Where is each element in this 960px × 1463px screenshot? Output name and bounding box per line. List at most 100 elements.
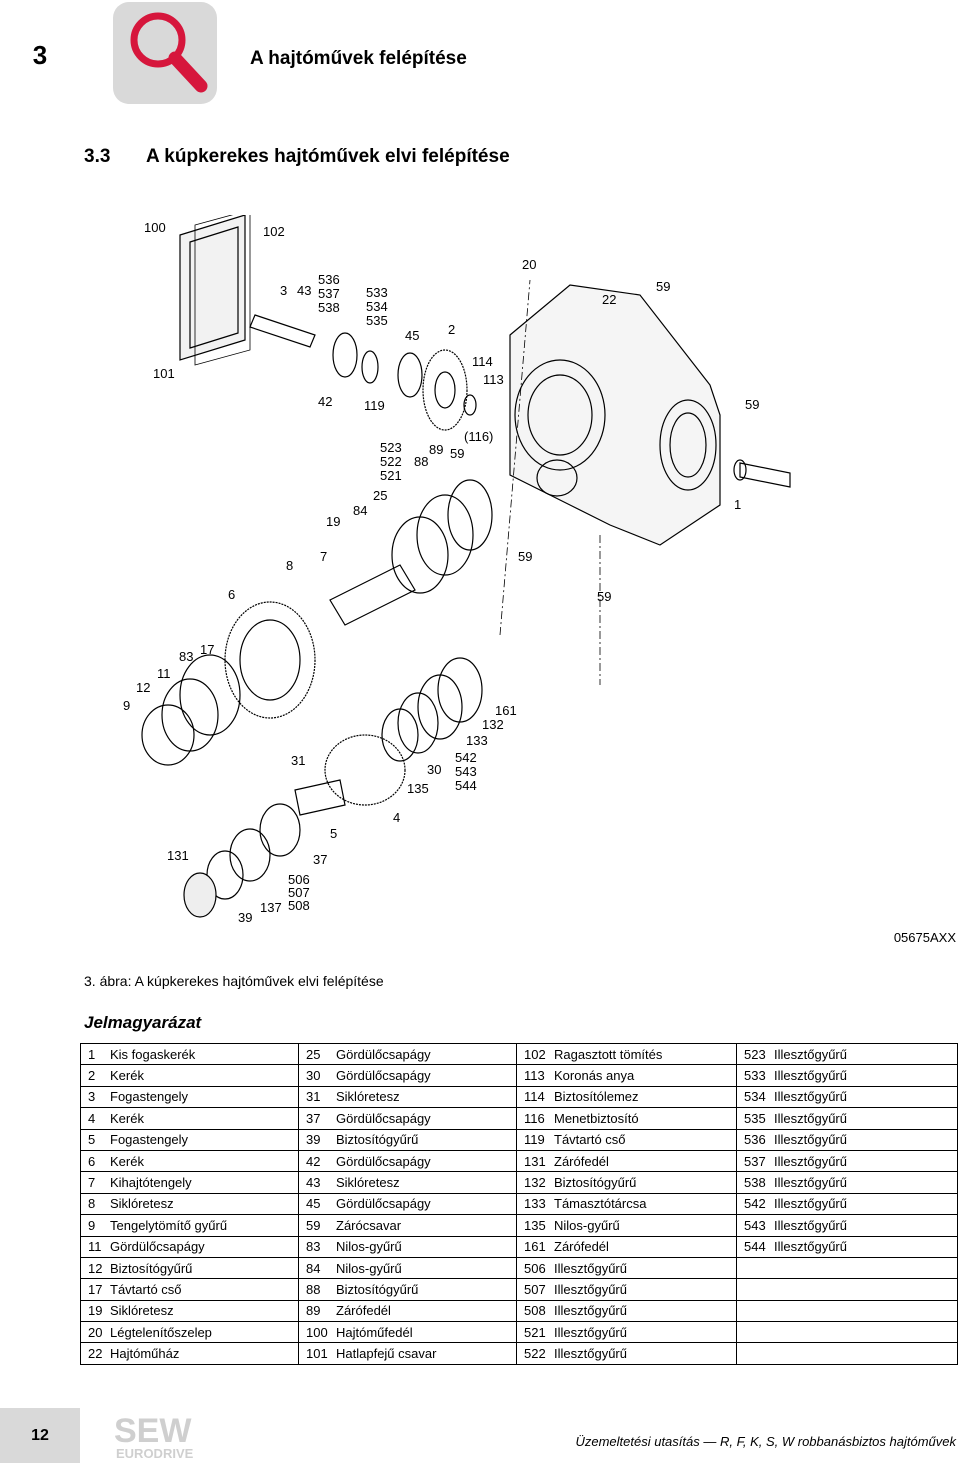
legend-item-label: Illesztőgyűrű bbox=[554, 1260, 627, 1276]
legend-item-number: 522 bbox=[524, 1346, 546, 1362]
callout-label: 9 bbox=[123, 698, 131, 713]
callout-label: 8 bbox=[286, 558, 294, 573]
callout-label: 114 bbox=[472, 354, 493, 369]
callout-label: 6 bbox=[228, 587, 236, 602]
legend-item-label: Gördülőcsapágy bbox=[336, 1196, 431, 1212]
legend-item-label: Nilos-gyűrű bbox=[554, 1217, 620, 1233]
legend-item-label: Hajtóműfedél bbox=[336, 1324, 413, 1340]
legend-item-label: Támasztótárcsa bbox=[554, 1196, 647, 1212]
legend-cell: 43 Siklóretesz bbox=[298, 1171, 517, 1194]
callout-label: 84 bbox=[353, 503, 368, 518]
callout-label: 7 bbox=[320, 549, 328, 564]
legend-cell: 135 Nilos-gyűrű bbox=[516, 1214, 737, 1237]
legend-item-number: 101 bbox=[306, 1346, 328, 1362]
legend-item-label: Légtelenítőszelep bbox=[110, 1324, 212, 1340]
callout-label: 89 bbox=[429, 442, 444, 457]
legend-item-number: 523 bbox=[744, 1046, 766, 1062]
callout-label: 522 bbox=[380, 454, 402, 469]
page-number: 12 bbox=[0, 1408, 80, 1463]
legend-item-number: 43 bbox=[306, 1175, 321, 1191]
legend-item-label: Siklóretesz bbox=[110, 1303, 174, 1319]
legend-item-number: 89 bbox=[306, 1303, 321, 1319]
callout-label: 521 bbox=[380, 468, 402, 483]
legend-item-number: 17 bbox=[88, 1281, 103, 1297]
legend-item-label: Illesztőgyűrű bbox=[774, 1110, 847, 1126]
legend-item-number: 22 bbox=[88, 1346, 103, 1362]
callout-label: 19 bbox=[326, 514, 341, 529]
callout-label: 5 bbox=[330, 826, 338, 841]
legend-item-number: 538 bbox=[744, 1175, 766, 1191]
sew-eurodrive-logo: SEW EURODRIVE bbox=[114, 1412, 194, 1461]
legend-item-number: 2 bbox=[88, 1068, 96, 1084]
legend-item-number: 135 bbox=[524, 1217, 546, 1233]
document-title: Üzemeltetési utasítás — R, F, K, S, W ro… bbox=[575, 1434, 956, 1449]
legend-item-label: Illesztőgyűrű bbox=[774, 1196, 847, 1212]
chapter-title: A hajtóművek felépítése bbox=[250, 48, 467, 69]
exploded-gear-drawing bbox=[141, 215, 791, 918]
legend-item-label: Zárófedél bbox=[554, 1239, 609, 1255]
legend-item-number: 116 bbox=[524, 1110, 545, 1126]
callout-label: 133 bbox=[466, 733, 488, 748]
legend-item-label: Biztosítógyűrű bbox=[110, 1260, 193, 1276]
legend-item-number: 1 bbox=[88, 1046, 96, 1062]
legend-item-number: 83 bbox=[306, 1239, 321, 1255]
legend-item-label: Illesztőgyűrű bbox=[554, 1324, 627, 1340]
legend-item-label: Nilos-gyűrű bbox=[336, 1239, 402, 1255]
legend-item-number: 133 bbox=[524, 1196, 546, 1212]
callout-label: 88 bbox=[414, 454, 429, 469]
legend-item-label: Illesztőgyűrű bbox=[774, 1046, 847, 1062]
callout-label: 42 bbox=[318, 394, 333, 409]
legend-item-number: 534 bbox=[744, 1089, 766, 1105]
legend-item-number: 39 bbox=[306, 1132, 321, 1148]
legend-item-label: Fogastengely bbox=[110, 1089, 189, 1105]
callout-label: 17 bbox=[200, 642, 215, 657]
legend-item-label: Illesztőgyűrű bbox=[554, 1346, 627, 1362]
callout-label: 2 bbox=[448, 322, 456, 337]
callout-label: 537 bbox=[318, 286, 340, 301]
callout-label: 22 bbox=[602, 292, 617, 307]
legend-item-label: Siklóretesz bbox=[336, 1175, 400, 1191]
legend-cell: 161 Zárófedél bbox=[516, 1235, 737, 1258]
legend-item-number: 31 bbox=[306, 1089, 321, 1105]
section-title-text: A kúpkerekes hajtóművek elvi felépítése bbox=[146, 146, 510, 167]
callout-label: 1 bbox=[734, 497, 742, 512]
legend-item-number: 45 bbox=[306, 1196, 321, 1212]
legend-item-label: Biztosítólemez bbox=[554, 1089, 639, 1105]
callout-label: 20 bbox=[522, 257, 537, 272]
callout-label: 31 bbox=[291, 753, 306, 768]
callout-label: 535 bbox=[366, 313, 388, 328]
callout-label: 101 bbox=[153, 366, 175, 381]
legend-item-label: Illesztőgyűrű bbox=[774, 1175, 847, 1191]
legend-item-label: Kerék bbox=[110, 1110, 144, 1126]
callout-label: 131 bbox=[167, 848, 189, 863]
callout-label: 3 bbox=[280, 283, 288, 298]
callout-label: 543 bbox=[455, 764, 477, 779]
legend-item-label: Koronás anya bbox=[554, 1068, 635, 1084]
legend-cell bbox=[736, 1342, 958, 1365]
legend-item-number: 161 bbox=[524, 1239, 546, 1255]
figure-code: 05675AXX bbox=[893, 930, 956, 945]
callout-label: 59 bbox=[745, 397, 760, 412]
